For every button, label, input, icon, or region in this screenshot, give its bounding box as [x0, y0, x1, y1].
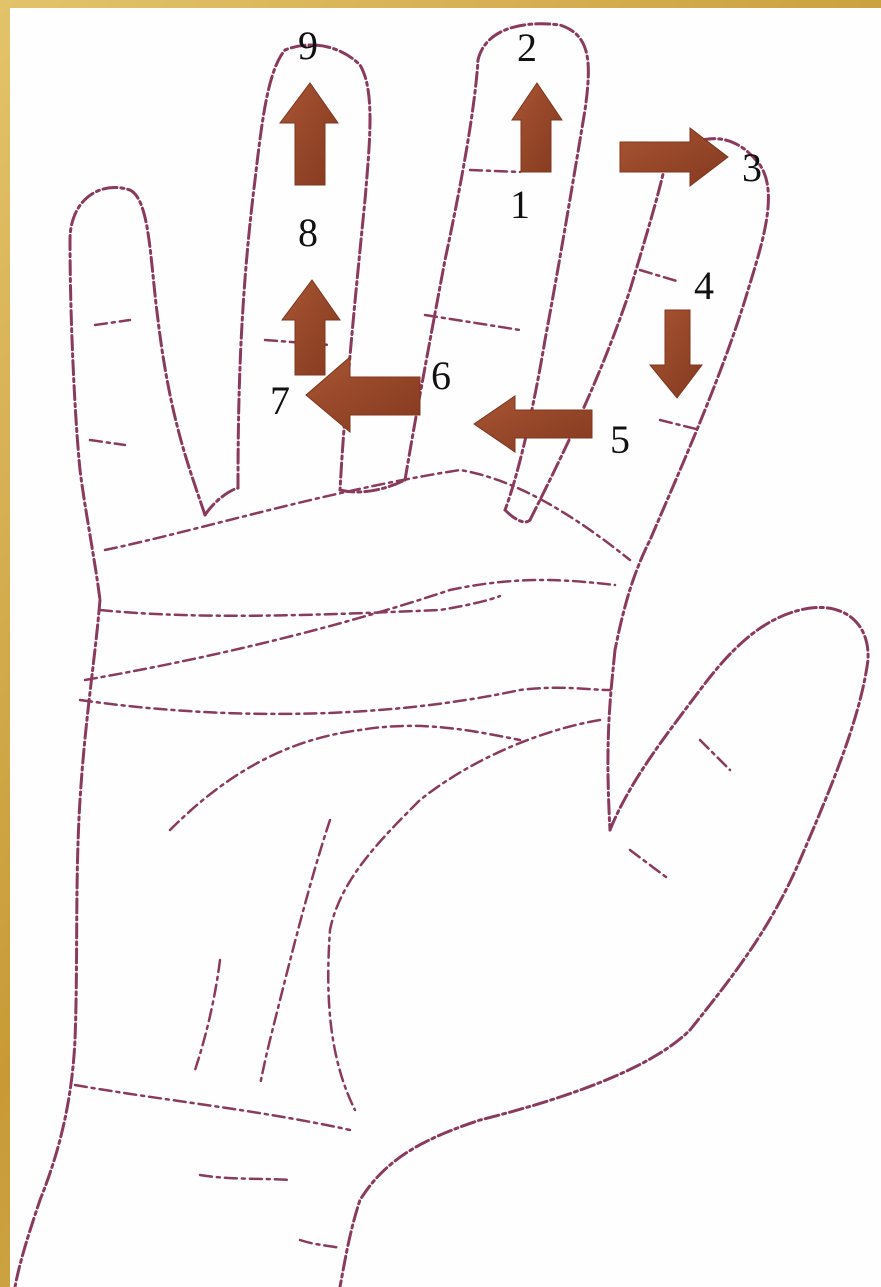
crease-vertical-1 — [260, 820, 330, 1085]
head-line — [85, 580, 615, 680]
palm-right-outline — [608, 650, 615, 830]
wrist-mark-1 — [200, 1175, 290, 1180]
step-label-2: 2 — [517, 28, 537, 68]
arrow-up-8-to-9 — [280, 83, 338, 185]
step-label-5: 5 — [610, 420, 630, 460]
little-finger-outline — [70, 187, 205, 600]
arrow-up-7-to-8 — [282, 280, 340, 375]
finger-crease-3 — [640, 270, 680, 282]
finger-crease-2 — [425, 315, 520, 330]
heart-line — [105, 470, 630, 560]
arrow-down-4-to-5 — [650, 310, 702, 398]
wrist-line — [75, 1085, 350, 1130]
crease-lower — [328, 720, 600, 1110]
step-label-1: 1 — [510, 185, 530, 225]
finger-crease-4 — [660, 420, 700, 430]
crease-vertical-2 — [195, 960, 220, 1070]
step-label-6: 6 — [431, 356, 451, 396]
step-label-9: 9 — [298, 26, 318, 66]
finger-crease-5 — [95, 320, 130, 325]
step-label-3: 3 — [742, 148, 762, 188]
thumb-outline — [340, 607, 868, 1287]
arrow-right-2-to-3 — [620, 128, 728, 186]
palm-creases — [75, 170, 730, 1248]
palm-left-outline — [15, 600, 100, 1287]
wrist-mark-2 — [300, 1240, 340, 1248]
step-label-7: 7 — [270, 381, 290, 421]
thumb-crease — [630, 740, 730, 880]
step-label-4: 4 — [694, 266, 714, 306]
step-arrows — [280, 83, 728, 452]
crease-upper — [100, 596, 500, 616]
life-line — [170, 726, 520, 830]
finger-crease-1 — [470, 170, 520, 172]
crease-middle — [80, 688, 610, 714]
hand-outline — [15, 24, 868, 1287]
finger-crease-6 — [90, 440, 125, 445]
step-label-8: 8 — [298, 213, 318, 253]
arrow-up-1-to-2 — [512, 83, 562, 172]
